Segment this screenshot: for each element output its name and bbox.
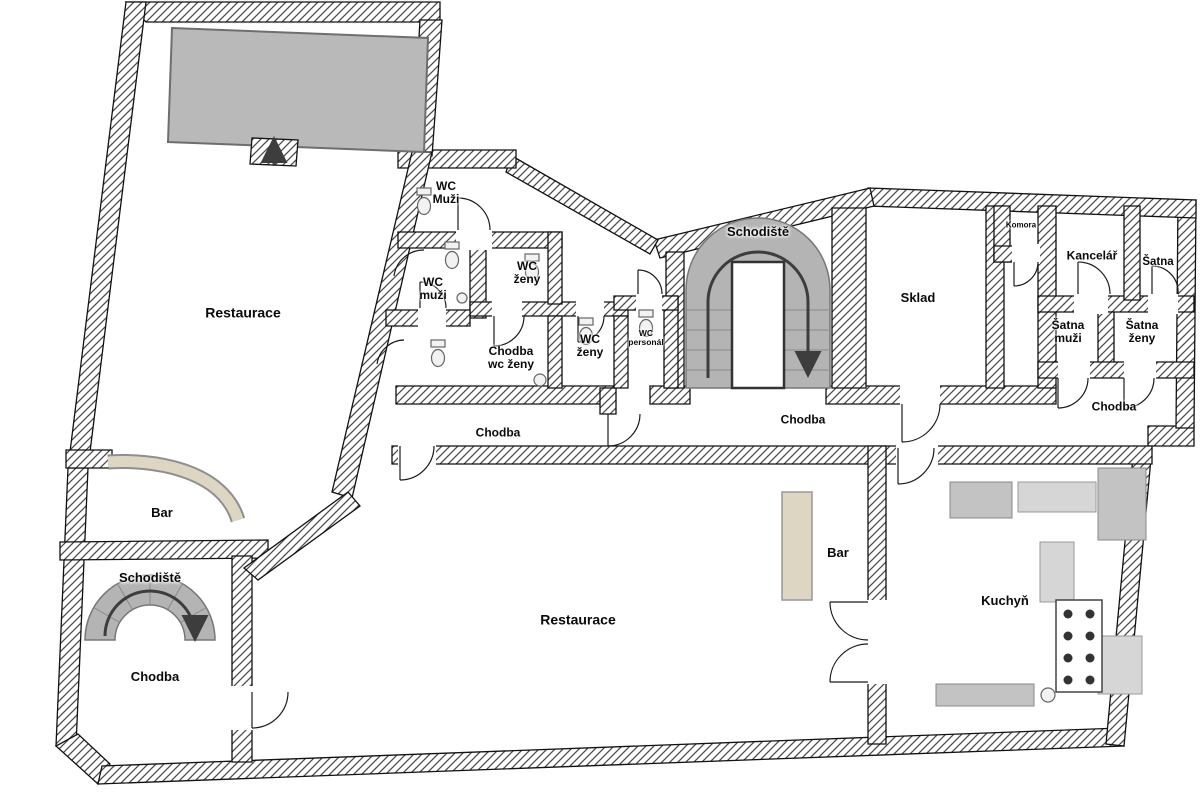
stairwell-void	[730, 260, 786, 390]
sink	[533, 373, 547, 387]
toilet	[430, 339, 446, 368]
sink	[456, 292, 468, 304]
kitchen-equipment	[935, 467, 1147, 707]
stove	[1055, 599, 1103, 693]
staircase-top-arrow	[706, 250, 822, 378]
bar-counter-main	[781, 491, 813, 601]
toilet	[578, 317, 594, 346]
toilet	[444, 241, 460, 270]
toilet	[638, 309, 654, 338]
stage	[166, 26, 430, 167]
staircase-bottom	[84, 574, 216, 642]
door-arcs	[251, 197, 1179, 729]
staircase-top	[685, 217, 831, 390]
staircase-bottom-arrow	[103, 589, 209, 642]
toilet	[416, 187, 432, 216]
bar-counter-left	[107, 454, 246, 523]
stage-platform	[166, 26, 430, 154]
wc-fixtures	[416, 187, 654, 387]
toilet	[524, 253, 540, 282]
door-gaps	[228, 228, 1178, 730]
kitchen-sink	[1040, 687, 1056, 703]
